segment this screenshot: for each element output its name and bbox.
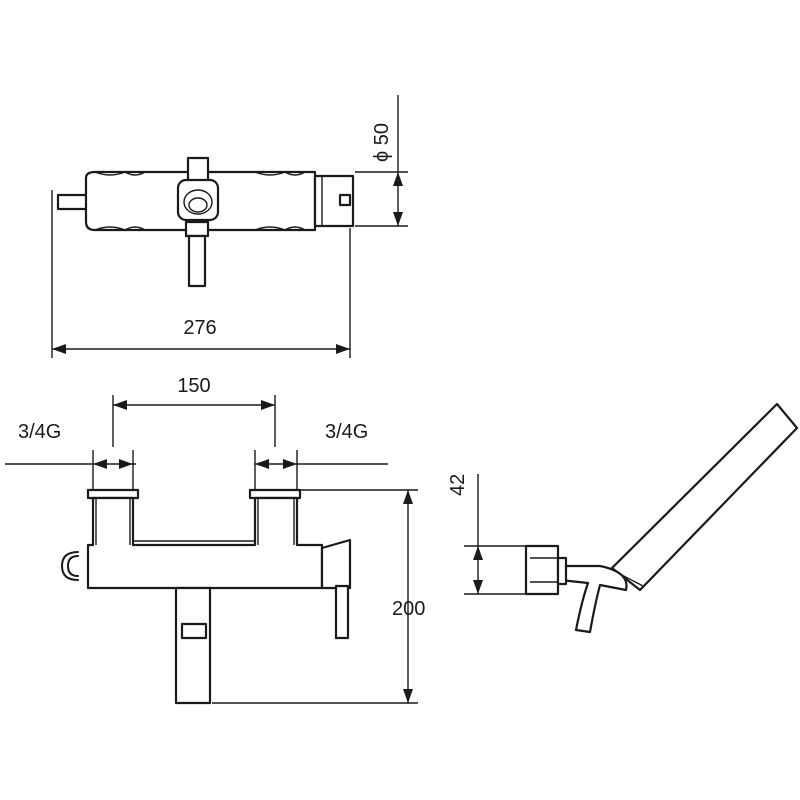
front-view-inlet-cap-left (86, 488, 140, 500)
hand-shower-bracket-collar (556, 556, 568, 586)
dim-diameter: ϕ 50 (355, 95, 408, 227)
dim-centers-arrow-right (261, 400, 275, 410)
top-view (56, 156, 355, 288)
top-view-diverter-ring-inner (188, 197, 208, 213)
top-view-spout-joint (184, 220, 210, 238)
dim-bracket-label: 42 (447, 474, 469, 496)
front-view-mixer-body (86, 496, 324, 590)
dim-height: 200 (212, 489, 425, 704)
front-view-lever-handle (334, 584, 350, 640)
dim-width-arrow-left (52, 344, 66, 354)
front-view-spout (174, 586, 212, 705)
dim-diameter-arrow-bottom (393, 212, 403, 226)
dim-width-label: 276 (183, 317, 216, 339)
dim-overall-width: 276 (51, 190, 351, 358)
hand-shower-wall-bracket (524, 544, 560, 596)
hand-shower-bracket (558, 564, 628, 634)
dim-right-thread-arrow-right (283, 459, 297, 469)
dim-right-thread-arrow-left (255, 459, 269, 469)
hand-shower-handle (610, 402, 799, 592)
front-view-hand-shower-hook (61, 551, 79, 581)
hand-shower-view (524, 402, 799, 634)
dim-bracket-arrow-top (473, 546, 483, 560)
dim-bracket-height: 42 (447, 474, 526, 595)
dim-right-thread: 3/4G (254, 421, 388, 490)
front-view-lever (320, 538, 352, 590)
dim-left-thread-arrow-right (119, 459, 133, 469)
dim-centers-label: 150 (177, 375, 210, 397)
front-view (61, 488, 352, 705)
top-view-spout (187, 234, 207, 288)
dim-left-thread-label: 3/4G (18, 421, 61, 443)
dim-width-arrow-right (336, 344, 350, 354)
dim-height-arrow-bottom (403, 689, 413, 703)
top-view-grip-left-bottom (94, 226, 146, 231)
dim-left-thread-arrow-left (93, 459, 107, 469)
dim-centers: 150 (112, 375, 276, 447)
dim-bracket-arrow-bottom (473, 580, 483, 594)
dim-right-thread-label: 3/4G (325, 421, 368, 443)
dim-centers-arrow-left (113, 400, 127, 410)
front-view-inlet-cap-right (248, 488, 302, 500)
dim-left-thread: 3/4G (5, 421, 136, 490)
top-view-grip-right (254, 171, 306, 176)
top-view-grip-right-bottom (254, 226, 306, 231)
top-view-diverter-stem (186, 156, 210, 184)
top-view-grip-left (94, 171, 146, 176)
top-view-pipe-stub (56, 193, 90, 211)
dim-height-label: 200 (392, 598, 425, 620)
dim-diameter-arrow-top (393, 172, 403, 186)
dim-diameter-label: ϕ 50 (371, 123, 393, 162)
top-view-diverter-ring (183, 189, 213, 215)
top-view-lever-tip (338, 193, 352, 207)
front-view-spout-aerator (180, 622, 208, 640)
dim-height-arrow-top (403, 490, 413, 504)
